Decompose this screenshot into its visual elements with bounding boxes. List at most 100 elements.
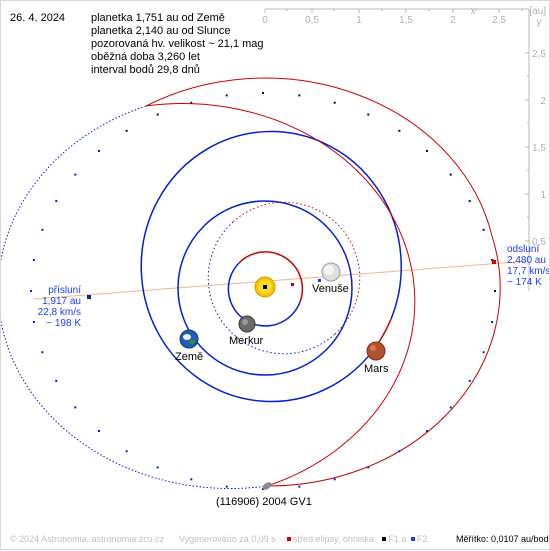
mercury-orbit-red xyxy=(238,251,304,303)
orbit-position-dot xyxy=(32,259,35,261)
aphelion-info: odsluní 2,480 au 17,7 km/s ~ 174 K xyxy=(507,244,549,288)
aphelion-distance: 2,480 au xyxy=(507,255,546,266)
orbit-position-dot xyxy=(426,150,428,152)
perihelion-temp: ~ 198 K xyxy=(46,318,81,329)
orbit-position-dot xyxy=(190,478,193,481)
sun-icon xyxy=(254,276,276,298)
orbit-position-dot xyxy=(98,150,100,152)
x-tick-label: 1 xyxy=(356,15,362,26)
asteroid-orbit-red xyxy=(145,77,501,487)
venus-icon xyxy=(321,262,341,282)
orbit-position-dot xyxy=(55,200,58,203)
axis-labels: 0 0,5 1 1,5 2 2,5 x [au] 2,5 2 1,5 1 0,5… xyxy=(262,6,546,248)
y-axis-ticks xyxy=(525,52,529,265)
copyright-text: © 2024 Astronomia, astronomia.zcu.cz xyxy=(10,534,165,544)
focus-f2-marker xyxy=(318,279,321,282)
scale-label: Měřítko: 0,0107 au/bod xyxy=(456,534,549,544)
mercury-label: Merkur xyxy=(229,335,264,347)
orbit-position-dot xyxy=(125,129,128,132)
orbit-position-dot xyxy=(298,94,301,97)
orbit-position-dot xyxy=(367,466,370,469)
date-label: 26. 4. 2024 xyxy=(10,12,66,24)
perihelion-info: přísluní 1,917 au 22,8 km/s ~ 198 K xyxy=(37,285,81,329)
ellipse-center-marker xyxy=(291,283,294,286)
orbit-position-dot xyxy=(30,290,32,292)
axis-unit: [au] xyxy=(529,6,546,17)
x-tick-label: 1,5 xyxy=(399,15,413,26)
x-tick-label: 2,5 xyxy=(492,15,506,26)
legend-f2-marker xyxy=(410,537,415,542)
orbit-position-dot xyxy=(468,379,471,382)
orbit-position-dot xyxy=(298,485,301,488)
orbit-position-dot xyxy=(494,290,496,292)
earth-label: Země xyxy=(175,351,204,363)
orbit-position-dot xyxy=(156,113,159,116)
earth-orbit xyxy=(177,200,353,376)
orbit-position-dot xyxy=(398,450,401,453)
aphelion-speed: 17,7 km/s xyxy=(507,266,549,277)
asteroid-orbit-blue xyxy=(1,105,268,490)
info-interval: interval bodů 29,8 dnů xyxy=(91,64,200,76)
orbit-position-dot xyxy=(55,379,58,382)
y-axis-name: y xyxy=(537,17,542,28)
mars-orbit-red xyxy=(376,318,392,346)
perihelion-speed: 22,8 km/s xyxy=(37,307,81,318)
x-tick-label: 0,5 xyxy=(305,15,319,26)
orbit-position-dot xyxy=(125,450,128,453)
orbit-position-dot xyxy=(482,351,485,354)
info-distance-sun: planetka 2,140 au od Slunce xyxy=(91,25,231,37)
legend-f1-label: F1 a xyxy=(388,534,407,544)
orbit-dots xyxy=(30,92,496,490)
orbit-position-dot xyxy=(74,406,77,409)
orbit-position-dot xyxy=(74,173,77,176)
orbit-position-dot xyxy=(426,430,428,432)
y-tick-label: 2 xyxy=(540,96,546,107)
perihelion-title: přísluní xyxy=(48,285,81,296)
orbit-position-dot xyxy=(468,200,471,203)
mercury-icon xyxy=(238,315,256,333)
orbit-position-dot xyxy=(398,129,401,132)
asteroid-icon xyxy=(262,482,272,490)
legend-f2-label: F2 xyxy=(416,534,428,544)
perihelion-marker xyxy=(87,295,91,299)
mars-orbit-blue xyxy=(140,130,402,403)
orbit-position-dot xyxy=(156,466,159,469)
mars-label: Mars xyxy=(364,363,389,375)
orbit-position-dot xyxy=(41,351,44,354)
orbit-position-dot xyxy=(225,485,228,488)
orbit-position-dot xyxy=(32,321,35,323)
orbit-position-dot xyxy=(333,478,336,481)
mars-icon xyxy=(366,341,386,361)
y-tick-label: 1 xyxy=(540,190,546,201)
orbit-position-dot xyxy=(333,101,336,104)
orbit-position-dot xyxy=(449,406,452,409)
aphelion-temp: ~ 174 K xyxy=(507,277,542,288)
y-tick-label: 1,5 xyxy=(532,143,546,154)
y-tick-label: 0,5 xyxy=(532,237,546,248)
orbit-position-dot xyxy=(482,228,485,231)
x-axis-name: x xyxy=(471,6,476,17)
x-tick-label: 2 xyxy=(450,15,456,26)
info-magnitude: pozorovaná hv. velikost ~ 21,1 mag xyxy=(91,38,264,50)
legend-f1-marker xyxy=(382,537,387,542)
earth-icon xyxy=(179,329,199,349)
apsides-line xyxy=(32,260,530,300)
axes xyxy=(264,8,530,291)
y-tick-label: 2,5 xyxy=(532,49,546,60)
info-panel: planetka 1,751 au od Země planetka 2,140… xyxy=(91,12,264,77)
info-distance-earth: planetka 1,751 au od Země xyxy=(91,12,225,24)
orbit-position-dot xyxy=(225,94,228,97)
orbit-position-dot xyxy=(98,430,100,432)
asteroid-label: (116906) 2004 GV1 xyxy=(216,496,312,508)
x-axis-ticks xyxy=(264,9,523,13)
orbit-position-dot xyxy=(190,101,193,104)
legend-center-label: střed elipsy, ohniska xyxy=(293,534,374,544)
orbit-position-dot xyxy=(367,113,370,116)
x-tick-label: 0 xyxy=(262,15,268,26)
legend-center-marker xyxy=(287,537,291,542)
orbit-position-dot xyxy=(41,228,44,231)
legend: střed elipsy, ohniska F1 a F2 xyxy=(285,534,427,544)
orbit-position-dot xyxy=(491,321,494,323)
